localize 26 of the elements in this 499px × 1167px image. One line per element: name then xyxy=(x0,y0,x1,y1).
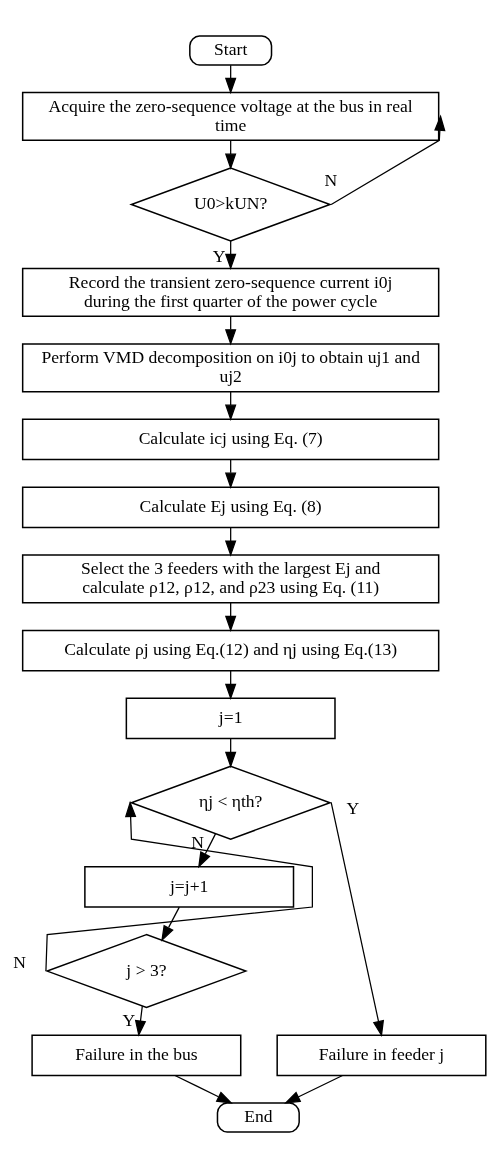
node-box: Record the transient zero-sequence current i0j during the first quarter of the power cycle xyxy=(21,267,440,317)
node-box: End xyxy=(216,1101,300,1133)
edge-label: N xyxy=(13,951,26,972)
node-box: Acquire the zero-sequence voltage at the bus in real time xyxy=(21,91,440,141)
arrow xyxy=(284,1074,344,1104)
node-box: Calculate ρj using Eq.(12) and ηj using Eq.(13) xyxy=(21,629,440,671)
arrow xyxy=(134,1004,147,1037)
node-diamond: j > 3? xyxy=(45,933,248,1008)
node-box: j=j+1 xyxy=(84,865,295,908)
node-box: Calculate icj using Eq. (7) xyxy=(21,418,440,460)
node-box: j=1 xyxy=(125,697,336,739)
arrow xyxy=(161,905,180,942)
node-box: Calculate Ej using Eq. (8) xyxy=(21,485,440,528)
node-box: Perform VMD decomposition on i0j to obtain uj1 and uj2 xyxy=(21,342,440,392)
arrow xyxy=(330,801,385,1037)
arrow xyxy=(330,114,446,205)
arrow xyxy=(174,1074,233,1104)
edge-label: Y xyxy=(346,797,360,818)
arrow xyxy=(198,832,217,868)
node-box: Failure in feeder j xyxy=(276,1033,487,1076)
node-box: Start xyxy=(189,34,273,66)
edge-label: Y xyxy=(212,245,226,266)
node-box: Failure in the bus xyxy=(31,1033,242,1076)
node-box: Select the 3 feeders with the largest Ej and calculate ρ12, ρ12, and ρ23 using Eq. (11) xyxy=(21,553,440,604)
arrow xyxy=(45,800,313,972)
edge-label: Y xyxy=(122,1009,136,1030)
